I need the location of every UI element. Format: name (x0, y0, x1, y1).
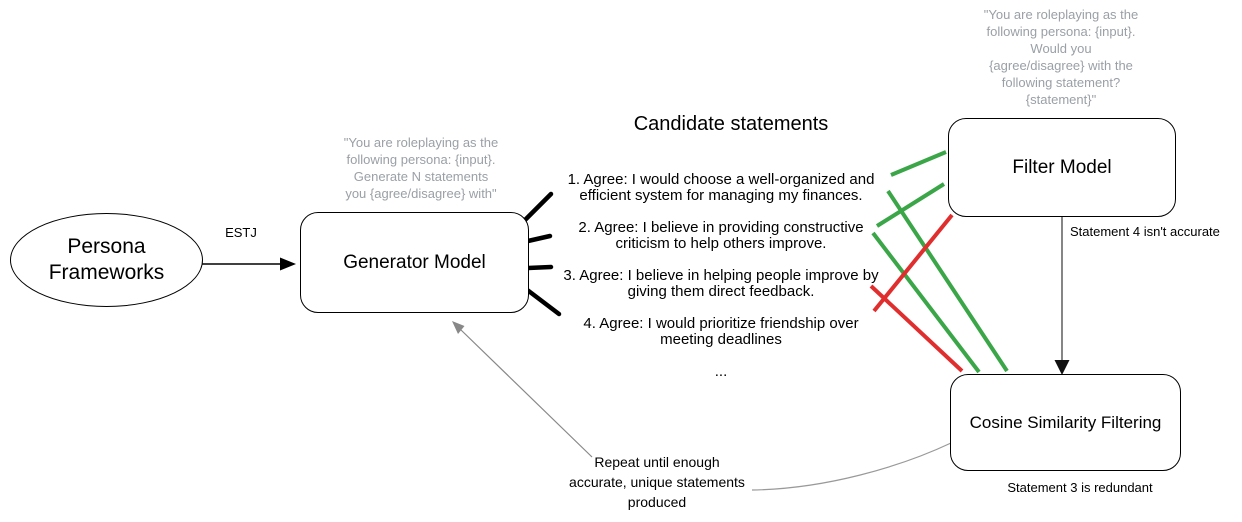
statement-2: 2. Agree: I believe in providing constru… (578, 219, 864, 252)
node-persona-frameworks: Persona Frameworks (10, 213, 203, 307)
candidate-statements-title: Candidate statements (633, 113, 829, 135)
node-generator-model: Generator Model (300, 212, 529, 313)
repeat-arrowhead-icon (452, 321, 465, 334)
filter-model-label: Filter Model (1012, 156, 1112, 178)
estj-edge-label: ESTJ (225, 225, 257, 240)
statement-ellipsis: ... (714, 363, 728, 380)
cosine-to-repeat-connector (751, 442, 952, 491)
accept-line-s1-to-cosine (886, 189, 1009, 373)
repeat-loop-note: Repeat until enough accurate, unique sta… (569, 454, 745, 510)
statement-1: 1. Agree: I would choose a well-organize… (567, 171, 875, 204)
persona-frameworks-label: Persona Frameworks (48, 235, 165, 284)
fan-line-statement-4 (523, 286, 562, 317)
reject-line-s3-to-cosine (869, 284, 964, 373)
filter-to-cosine-arrowhead-icon (1054, 360, 1070, 375)
filter-prompt-text: "You are roleplaying as the following pe… (983, 7, 1139, 107)
generator-prompt-text: "You are roleplaying as the following pe… (343, 135, 499, 201)
cosine-edge-note: Statement 3 is redundant (1007, 480, 1153, 495)
generator-model-label: Generator Model (343, 251, 486, 273)
node-cosine-similarity-filtering: Cosine Similarity Filtering (950, 374, 1181, 471)
statement-3: 3. Agree: I believe in helping people im… (563, 267, 879, 300)
accept-line-s2-to-cosine (871, 231, 981, 374)
accept-line-s1-to-filter (890, 150, 947, 177)
reject-line-filter-to-s4 (872, 213, 954, 313)
accept-line-s2-to-filter (875, 182, 946, 228)
node-filter-model: Filter Model (948, 118, 1176, 217)
fan-line-statement-2 (525, 233, 553, 244)
fan-line-statement-1 (521, 191, 554, 224)
cosine-similarity-label: Cosine Similarity Filtering (969, 412, 1162, 432)
filter-edge-note: Statement 4 isn't accurate (1070, 224, 1220, 239)
estj-arrowhead-icon (280, 257, 296, 271)
repeat-arrow-line (459, 328, 593, 458)
statement-4: 4. Agree: I would prioritize friendship … (583, 315, 859, 348)
fan-line-statement-3 (525, 264, 554, 271)
candidate-statements-list: 1. Agree: I would choose a well-organize… (554, 172, 888, 380)
